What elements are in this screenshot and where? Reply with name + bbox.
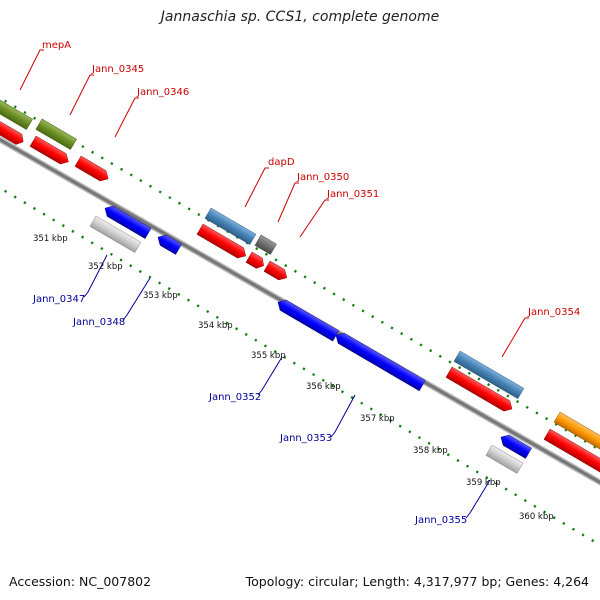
cog-block-jann-0355[interactable] (485, 444, 524, 474)
tick-label-358: 358 kbp (413, 446, 448, 456)
gc-track-inner (0, 186, 600, 547)
gc-track-outer (0, 96, 600, 452)
forward-leaders (19, 49, 529, 358)
gene-label-jann-0352[interactable]: Jann_0352 (208, 392, 261, 403)
cog-block-mepa[interactable] (0, 98, 33, 130)
cog-block-jann-0350[interactable] (254, 234, 277, 255)
gene-label-jann-0350[interactable]: Jann_0350 (296, 172, 349, 183)
gene-label-jann-0348[interactable]: Jann_0348 (72, 317, 125, 328)
gene-offscreen[interactable] (543, 428, 600, 475)
tick-label-353: 353 kbp (143, 291, 178, 301)
gene-label-mepa[interactable]: mepA (42, 40, 71, 51)
gene-dapd[interactable] (196, 223, 249, 261)
gene-jann-0354[interactable] (445, 366, 515, 414)
gene-jann-0346[interactable] (74, 155, 111, 184)
cog-block-jann-0345[interactable] (35, 118, 77, 150)
gene-label-jann-0351[interactable]: Jann_0351 (326, 189, 379, 200)
tick-label-351: 351 kbp (33, 234, 68, 244)
gene-jann-0351[interactable] (263, 260, 290, 283)
gene-jann-0345[interactable] (29, 135, 71, 167)
scale-tick-labels: 351 kbp 352 kbp 353 kbp 354 kbp 355 kbp … (33, 234, 554, 522)
tick-label-352: 352 kbp (88, 262, 123, 272)
gene-label-jann-0345[interactable]: Jann_0345 (91, 64, 144, 75)
gene-label-jann-0346[interactable]: Jann_0346 (136, 87, 189, 98)
genome-summary-text: Topology: circular; Length: 4,317,977 bp… (245, 574, 589, 589)
gene-label-jann-0355[interactable]: Jann_0355 (414, 515, 467, 526)
gene-mepa[interactable] (0, 118, 26, 147)
gene-label-jann-0353[interactable]: Jann_0353 (279, 433, 332, 444)
forward-gene-labels: mepA Jann_0345 Jann_0346 dapD Jann_0350 … (42, 40, 580, 318)
map-title: Jannaschia sp. CCS1, complete genome (160, 9, 440, 25)
tick-label-357: 357 kbp (360, 414, 395, 424)
gene-jann-0348[interactable] (155, 232, 182, 255)
tick-label-360: 360 kbp (519, 512, 554, 522)
reverse-leaders (83, 254, 491, 519)
tick-label-359: 359 kbp (466, 478, 501, 488)
accession-text: Accession: NC_007802 (9, 574, 152, 589)
tick-label-354: 354 kbp (198, 321, 233, 331)
feature-layer (0, 98, 600, 475)
reverse-gene-labels: Jann_0347 Jann_0348 Jann_0352 Jann_0353 … (32, 294, 467, 526)
gene-jann-0353[interactable] (333, 330, 426, 392)
cog-block-jann-0347[interactable] (89, 215, 142, 253)
gene-jann-0352[interactable] (275, 297, 340, 342)
gene-label-jann-0354[interactable]: Jann_0354 (527, 307, 580, 318)
gene-jann-0347[interactable] (102, 203, 152, 239)
tick-label-356: 356 kbp (306, 382, 341, 392)
cog-block-dapd[interactable] (204, 207, 257, 245)
cog-block-jann-0354[interactable] (453, 350, 525, 399)
gene-jann-0350[interactable] (245, 251, 267, 271)
gene-label-jann-0347[interactable]: Jann_0347 (32, 294, 85, 305)
cog-block-offscreen[interactable] (553, 411, 600, 453)
tick-label-355: 355 kbp (251, 351, 286, 361)
gene-jann-0355[interactable] (498, 432, 532, 459)
gene-label-dapd[interactable]: dapD (268, 157, 295, 168)
